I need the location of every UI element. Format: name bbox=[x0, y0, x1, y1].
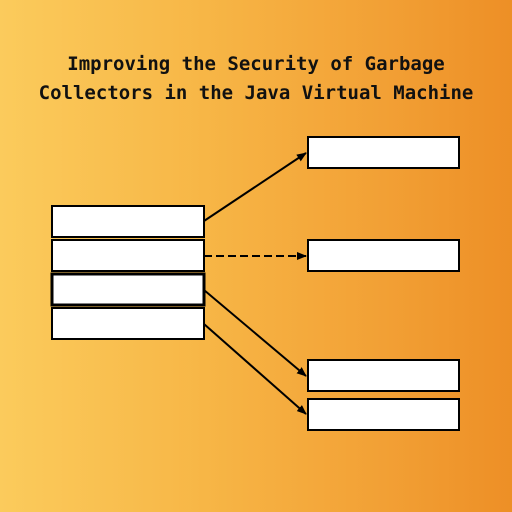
title-line-2: Collectors in the Java Virtual Machine bbox=[38, 82, 474, 104]
left-slot-1 bbox=[51, 205, 205, 238]
left-slot-4 bbox=[51, 307, 205, 340]
edge-slot-3-to-block-3 bbox=[203, 289, 307, 377]
page-title: Improving the Security of Garbage Collec… bbox=[0, 50, 512, 108]
left-slot-3 bbox=[50, 272, 206, 307]
left-slot-stack bbox=[50, 205, 206, 340]
right-block-4 bbox=[307, 398, 460, 431]
edge-slot-4-to-block-4 bbox=[203, 323, 307, 415]
edge-slot-1-to-block-1 bbox=[203, 152, 307, 222]
right-block-1 bbox=[307, 136, 460, 169]
edges bbox=[203, 152, 307, 415]
title-line-1: Improving the Security of Garbage bbox=[67, 53, 445, 75]
left-slot-2 bbox=[51, 239, 205, 272]
right-block-group bbox=[307, 136, 460, 431]
right-block-3 bbox=[307, 359, 460, 392]
right-block-2 bbox=[307, 239, 460, 272]
